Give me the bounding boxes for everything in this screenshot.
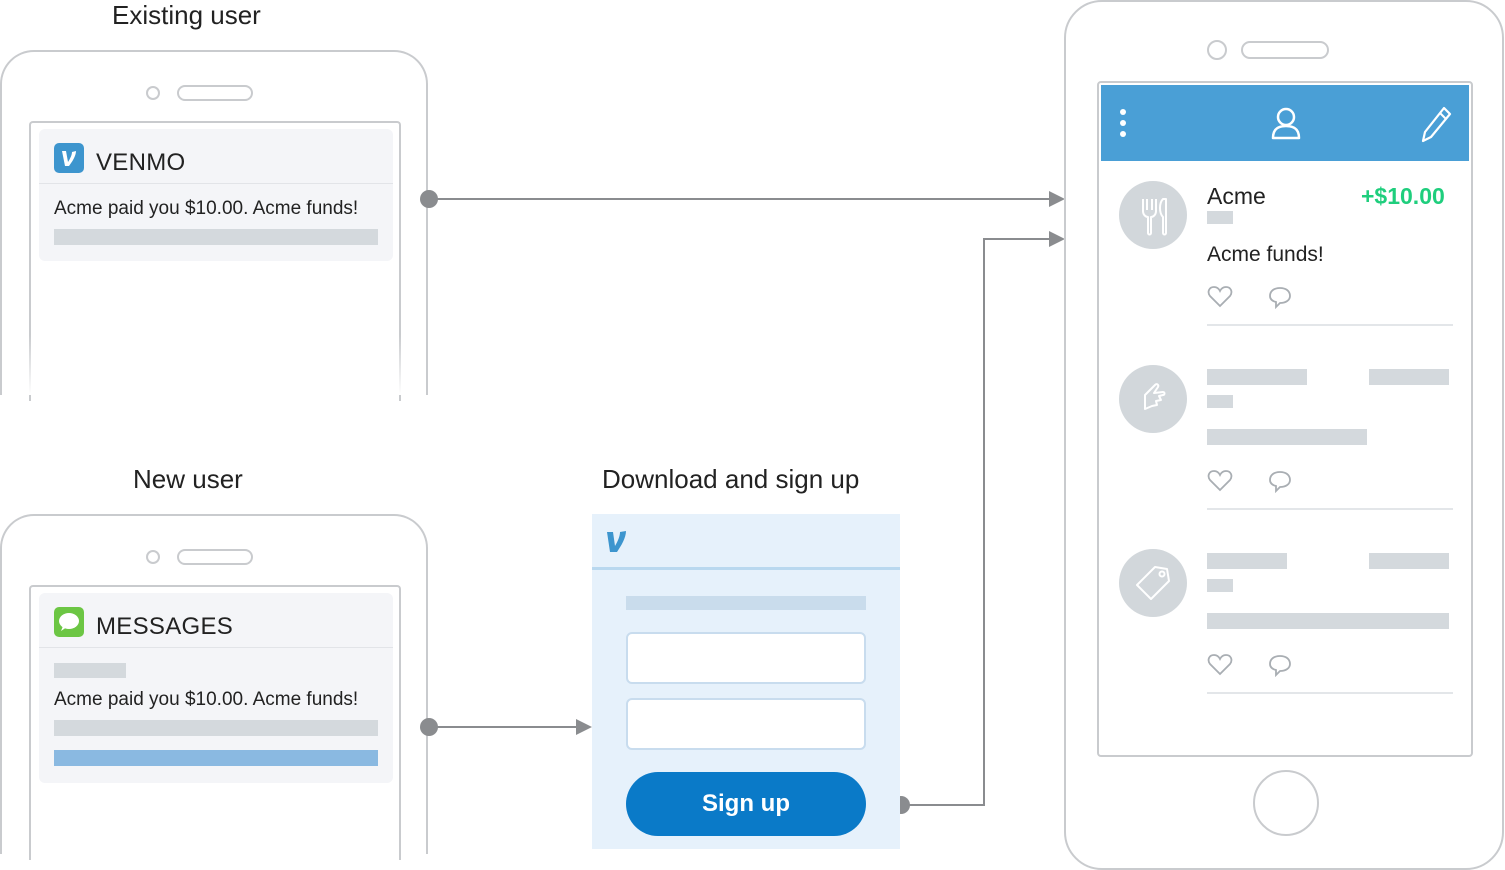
- feed-item[interactable]: [1099, 347, 1471, 531]
- phone-camera: [1207, 40, 1227, 60]
- email-field[interactable]: [626, 698, 866, 750]
- sender-placeholder-bar: [54, 663, 126, 678]
- connector-line: [429, 726, 577, 728]
- time-placeholder: [1207, 211, 1233, 224]
- feed-item[interactable]: Acme +$10.00 Acme funds!: [1099, 163, 1471, 347]
- feed-phone: Acme +$10.00 Acme funds!: [1064, 0, 1504, 870]
- time-placeholder: [1207, 395, 1233, 408]
- notification-app-name: VENMO: [96, 149, 186, 176]
- name-placeholder: [1207, 553, 1287, 569]
- item-divider: [1207, 324, 1453, 326]
- venmo-notification[interactable]: VENMO Acme paid you $10.00. Acme funds!: [39, 129, 393, 261]
- phone-camera: [146, 550, 160, 564]
- new-user-phone: MESSAGES Acme paid you $10.00. Acme fund…: [0, 514, 428, 860]
- heart-icon[interactable]: [1207, 469, 1233, 493]
- feed-header: [1101, 85, 1469, 161]
- fork-knife-icon: [1119, 181, 1187, 249]
- notification-message: Acme paid you $10.00. Acme funds!: [54, 198, 359, 219]
- notification-header: MESSAGES: [39, 593, 393, 648]
- amount-placeholder: [1369, 369, 1449, 385]
- comment-icon[interactable]: [1267, 285, 1293, 310]
- profile-icon[interactable]: [1268, 105, 1304, 141]
- phone-speaker: [177, 85, 253, 101]
- feed-screen: Acme +$10.00 Acme funds!: [1097, 81, 1473, 757]
- phone-speaker: [1241, 41, 1329, 59]
- note-placeholder: [1207, 429, 1367, 445]
- placeholder-bar: [54, 229, 378, 245]
- payment-amount: +$10.00: [1361, 183, 1445, 209]
- connector-line: [983, 238, 1051, 240]
- phone-camera: [146, 86, 160, 100]
- link-placeholder-bar[interactable]: [54, 750, 378, 766]
- payer-name: Acme: [1207, 183, 1266, 209]
- placeholder-bar: [54, 720, 378, 736]
- phone-speaker: [177, 549, 253, 565]
- notification-message: Acme paid you $10.00. Acme funds!: [54, 689, 359, 710]
- notification-header: VENMO: [39, 129, 393, 184]
- tag-icon: [1119, 549, 1187, 617]
- new-user-title: New user: [133, 464, 243, 494]
- phone-screen: MESSAGES Acme paid you $10.00. Acme fund…: [29, 585, 401, 860]
- existing-user-title: Existing user: [112, 0, 261, 30]
- arrow-head: [576, 719, 592, 735]
- feed-item[interactable]: [1099, 531, 1471, 715]
- item-divider: [1207, 508, 1453, 510]
- name-field[interactable]: [626, 632, 866, 684]
- messages-notification[interactable]: MESSAGES Acme paid you $10.00. Acme fund…: [39, 593, 393, 783]
- arrow-head: [1049, 191, 1065, 207]
- sign-up-button[interactable]: Sign up: [626, 772, 866, 836]
- phone-fade: [2, 335, 426, 395]
- payment-note: Acme funds!: [1207, 243, 1324, 266]
- time-placeholder: [1207, 579, 1233, 592]
- arrow-head: [1049, 231, 1065, 247]
- note-placeholder: [1207, 613, 1449, 629]
- existing-user-phone: VENMO Acme paid you $10.00. Acme funds!: [0, 50, 428, 401]
- comment-icon[interactable]: [1267, 469, 1293, 494]
- connector-line: [429, 198, 1051, 200]
- signup-header-divider: [592, 567, 900, 570]
- compose-pencil-icon[interactable]: [1419, 105, 1453, 145]
- connector-line: [901, 804, 985, 806]
- messages-bubble-icon: [54, 607, 84, 637]
- venmo-logo-icon: [54, 143, 84, 173]
- heart-icon[interactable]: [1207, 653, 1233, 677]
- venmo-v-icon: [604, 526, 634, 556]
- pointing-hand-icon: [1119, 365, 1187, 433]
- name-placeholder: [1207, 369, 1307, 385]
- connector-line: [983, 238, 985, 806]
- notification-app-name: MESSAGES: [96, 613, 234, 640]
- download-signup-title: Download and sign up: [602, 464, 860, 494]
- signup-heading-placeholder: [626, 596, 866, 610]
- home-button[interactable]: [1253, 770, 1319, 836]
- signup-panel: Sign up: [592, 514, 900, 849]
- heart-icon[interactable]: [1207, 285, 1233, 309]
- menu-dots-icon[interactable]: [1115, 107, 1131, 141]
- item-divider: [1207, 692, 1453, 694]
- comment-icon[interactable]: [1267, 653, 1293, 678]
- amount-placeholder: [1369, 553, 1449, 569]
